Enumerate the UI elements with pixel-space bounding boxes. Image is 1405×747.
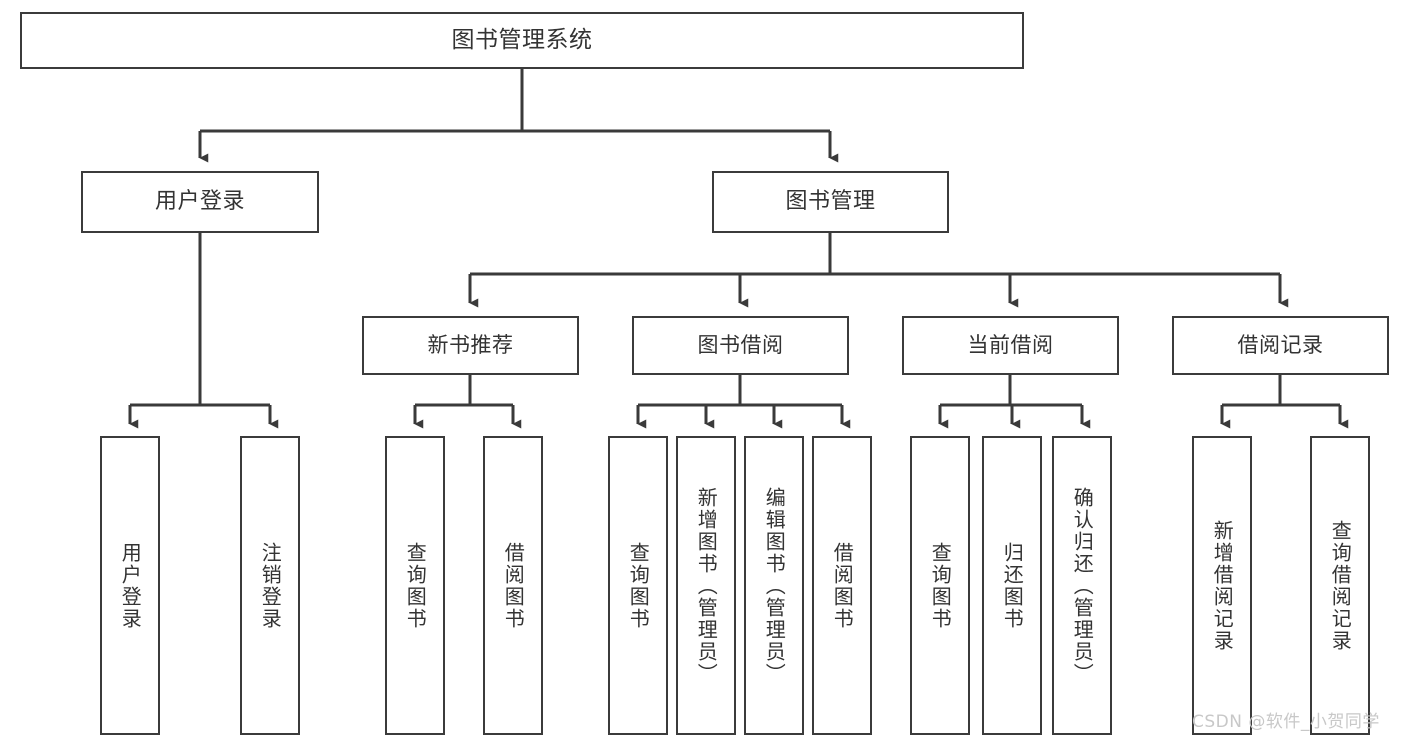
- node-leaf-borrow-book-2-label: 借阅图书: [830, 541, 855, 630]
- node-leaf-return-book[interactable]: 归还图书: [982, 436, 1042, 735]
- node-leaf-logout-login-label: 注销登录: [258, 541, 283, 630]
- node-leaf-query-book-1[interactable]: 查询图书: [385, 436, 445, 735]
- leaf-inner: 用户登录: [102, 438, 158, 733]
- node-leaf-add-borrow-record-label: 新增借阅记录: [1210, 519, 1235, 652]
- leaf-inner: 借阅图书: [814, 438, 870, 733]
- node-book-manage-label: 图书管理: [785, 189, 876, 215]
- node-new-book-recommend[interactable]: 新书推荐: [362, 316, 579, 375]
- node-leaf-edit-book-admin-label: 编辑图书（管理员）: [762, 486, 787, 685]
- node-leaf-query-book-2-label: 查询图书: [626, 541, 651, 630]
- node-current-borrow[interactable]: 当前借阅: [902, 316, 1119, 375]
- node-book-borrow-label: 图书借阅: [697, 333, 784, 358]
- node-root[interactable]: 图书管理系统: [20, 12, 1024, 69]
- leaf-inner: 注销登录: [242, 438, 298, 733]
- node-leaf-edit-book-admin[interactable]: 编辑图书（管理员）: [744, 436, 804, 735]
- node-leaf-add-book-admin-label: 新增图书（管理员）: [694, 486, 719, 685]
- node-book-manage[interactable]: 图书管理: [712, 171, 949, 233]
- leaf-inner: 新增借阅记录: [1194, 438, 1250, 733]
- node-leaf-query-book-1-label: 查询图书: [403, 541, 428, 630]
- node-borrow-record-label: 借阅记录: [1237, 333, 1324, 358]
- node-book-borrow[interactable]: 图书借阅: [632, 316, 849, 375]
- node-user-login[interactable]: 用户登录: [81, 171, 319, 233]
- node-leaf-add-borrow-record[interactable]: 新增借阅记录: [1192, 436, 1252, 735]
- leaf-inner: 查询图书: [610, 438, 666, 733]
- leaf-inner: 借阅图书: [485, 438, 541, 733]
- node-leaf-add-book-admin[interactable]: 新增图书（管理员）: [676, 436, 736, 735]
- node-leaf-borrow-book-1[interactable]: 借阅图书: [483, 436, 543, 735]
- node-leaf-query-book-2[interactable]: 查询图书: [608, 436, 668, 735]
- leaf-inner: 编辑图书（管理员）: [746, 438, 802, 733]
- leaf-inner: 确认归还（管理员）: [1054, 438, 1110, 733]
- leaf-inner: 归还图书: [984, 438, 1040, 733]
- node-leaf-query-book-3[interactable]: 查询图书: [910, 436, 970, 735]
- node-new-book-recommend-label: 新书推荐: [427, 333, 514, 358]
- leaf-inner: 新增图书（管理员）: [678, 438, 734, 733]
- csdn-watermark: CSDN @软件_小贺同学: [1192, 712, 1380, 732]
- node-root-label: 图书管理系统: [451, 27, 593, 54]
- node-leaf-query-book-3-label: 查询图书: [928, 541, 953, 630]
- leaf-inner: 查询图书: [912, 438, 968, 733]
- leaf-inner: 查询图书: [387, 438, 443, 733]
- node-leaf-logout-login[interactable]: 注销登录: [240, 436, 300, 735]
- node-leaf-query-borrow-record[interactable]: 查询借阅记录: [1310, 436, 1370, 735]
- node-leaf-confirm-return-admin[interactable]: 确认归还（管理员）: [1052, 436, 1112, 735]
- node-current-borrow-label: 当前借阅: [967, 333, 1054, 358]
- node-leaf-user-login-label: 用户登录: [118, 541, 143, 630]
- node-leaf-user-login[interactable]: 用户登录: [100, 436, 160, 735]
- leaf-inner: 查询借阅记录: [1312, 438, 1368, 733]
- node-leaf-query-borrow-record-label: 查询借阅记录: [1328, 519, 1353, 652]
- node-user-login-label: 用户登录: [154, 189, 245, 215]
- node-borrow-record[interactable]: 借阅记录: [1172, 316, 1389, 375]
- node-leaf-borrow-book-2[interactable]: 借阅图书: [812, 436, 872, 735]
- node-leaf-confirm-return-admin-label: 确认归还（管理员）: [1070, 486, 1095, 685]
- node-leaf-borrow-book-1-label: 借阅图书: [501, 541, 526, 630]
- node-leaf-return-book-label: 归还图书: [1000, 541, 1025, 630]
